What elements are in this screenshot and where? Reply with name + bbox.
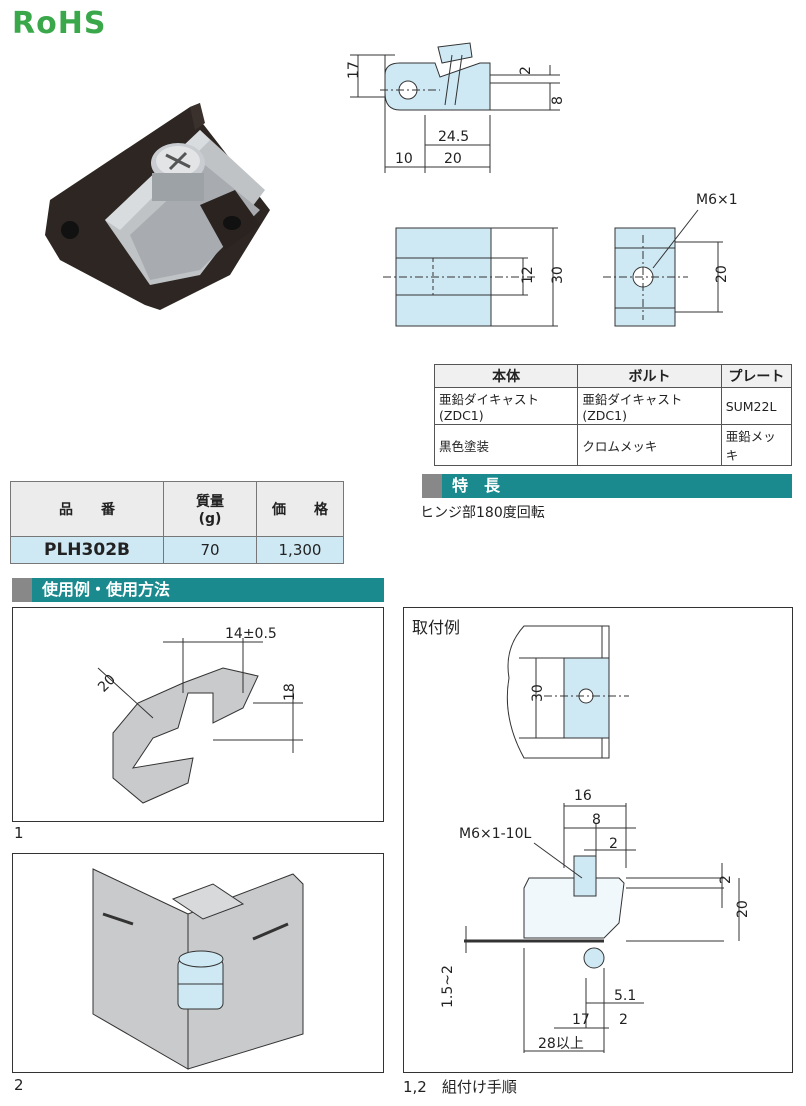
part-weight: 70 xyxy=(163,536,257,564)
dim-14: 14±0.5 xyxy=(225,626,277,642)
dim-10: 10 xyxy=(395,151,413,167)
dim-30: 30 xyxy=(550,266,566,284)
spec-header-body: 本体 xyxy=(433,364,579,388)
mount-dim-2a: 2 xyxy=(609,836,618,852)
spec-bolt-material: 亜鉛ダイキャスト(ZDC1) xyxy=(577,387,722,425)
spec-bolt-finish: クロムメッキ xyxy=(577,424,722,466)
mount-dim-28: 28以上 xyxy=(538,1036,584,1052)
mount-dim-1-5: 1.5~2 xyxy=(440,965,456,1008)
mounting-title: 取付例 xyxy=(412,618,461,637)
weight-unit: (g) xyxy=(198,511,222,527)
dim-20: 20 xyxy=(444,151,462,167)
mounting-drawing: 30 16 8 2 M6×1-10L 2 20 1.5~2 5.1 17 2 2 xyxy=(440,625,751,1053)
mount-dim-8: 8 xyxy=(592,812,601,828)
part-number-table: 品 番 質量(g) 価 格 PLH302B 70 1,300 xyxy=(10,481,344,564)
mount-dim-16: 16 xyxy=(574,788,592,804)
material-spec-table: 本体 ボルト プレート 亜鉛ダイキャスト(ZDC1) 亜鉛ダイキャスト(ZDC1… xyxy=(433,364,793,466)
dim-18: 18 xyxy=(282,683,298,701)
dim-2: 2 xyxy=(518,66,534,75)
dim-20-fig1: 20 xyxy=(95,672,119,696)
usage-header: 使用例・使用方法 xyxy=(12,578,384,602)
dim-20-front: 20 xyxy=(714,265,730,283)
weight-label: 質量 xyxy=(196,494,224,510)
features-text: ヒンジ部180度回転 xyxy=(420,505,545,521)
mount-dim-5-1: 5.1 xyxy=(614,988,636,1004)
figure-1-box: 14±0.5 20 18 xyxy=(12,607,384,822)
part-header-price: 価 格 xyxy=(256,481,344,537)
dim-24-5: 24.5 xyxy=(438,129,469,145)
mount-dim-20: 20 xyxy=(735,900,751,918)
spec-plate-finish: 亜鉛メッキ xyxy=(720,424,793,466)
dim-m6: M6×1 xyxy=(696,192,738,208)
spec-body-finish: 黒色塗装 xyxy=(433,424,579,466)
usage-title: 使用例・使用方法 xyxy=(42,580,171,599)
figure-1-caption: 1 xyxy=(14,824,24,842)
features-title: 特 長 xyxy=(452,476,501,495)
front-view-drawings: 12 30 M6×1 20 xyxy=(383,192,738,327)
rohs-logo: RoHS xyxy=(12,6,107,41)
installation-perspective-drawing xyxy=(92,868,304,1070)
mount-dim-2tol: 2 xyxy=(718,875,734,884)
features-header: 特 長 xyxy=(422,474,792,498)
mounting-caption: 1,2 組付け手順 xyxy=(403,1078,517,1096)
mount-dim-2b: 2 xyxy=(619,1012,628,1028)
product-photo xyxy=(45,103,270,310)
spec-plate-material: SUM22L xyxy=(720,387,793,425)
figure-2-box xyxy=(12,853,384,1073)
part-number: PLH302B xyxy=(10,536,164,564)
mount-bolt-label: M6×1-10L xyxy=(459,826,531,842)
spec-header-bolt: ボルト xyxy=(577,364,722,388)
dim-12: 12 xyxy=(520,266,536,284)
part-header-number: 品 番 xyxy=(10,481,164,537)
mount-dim-17: 17 xyxy=(572,1012,590,1028)
panel-cutout-drawing: 14±0.5 20 18 xyxy=(95,626,303,804)
dim-8: 8 xyxy=(550,96,566,105)
part-header-weight: 質量(g) xyxy=(163,481,257,537)
figure-2-caption: 2 xyxy=(14,1076,24,1094)
side-view-drawing: 17 2 8 24.5 10 20 xyxy=(346,42,566,173)
dim-17: 17 xyxy=(346,61,362,79)
spec-header-plate: プレート xyxy=(720,364,793,388)
mount-dim-30: 30 xyxy=(530,684,546,702)
part-price: 1,300 xyxy=(256,536,344,564)
mounting-example-box: 取付例 30 16 8 2 M6×1-10L 2 20 1.5~2 xyxy=(403,607,793,1073)
spec-body-material: 亜鉛ダイキャスト(ZDC1) xyxy=(433,387,579,425)
